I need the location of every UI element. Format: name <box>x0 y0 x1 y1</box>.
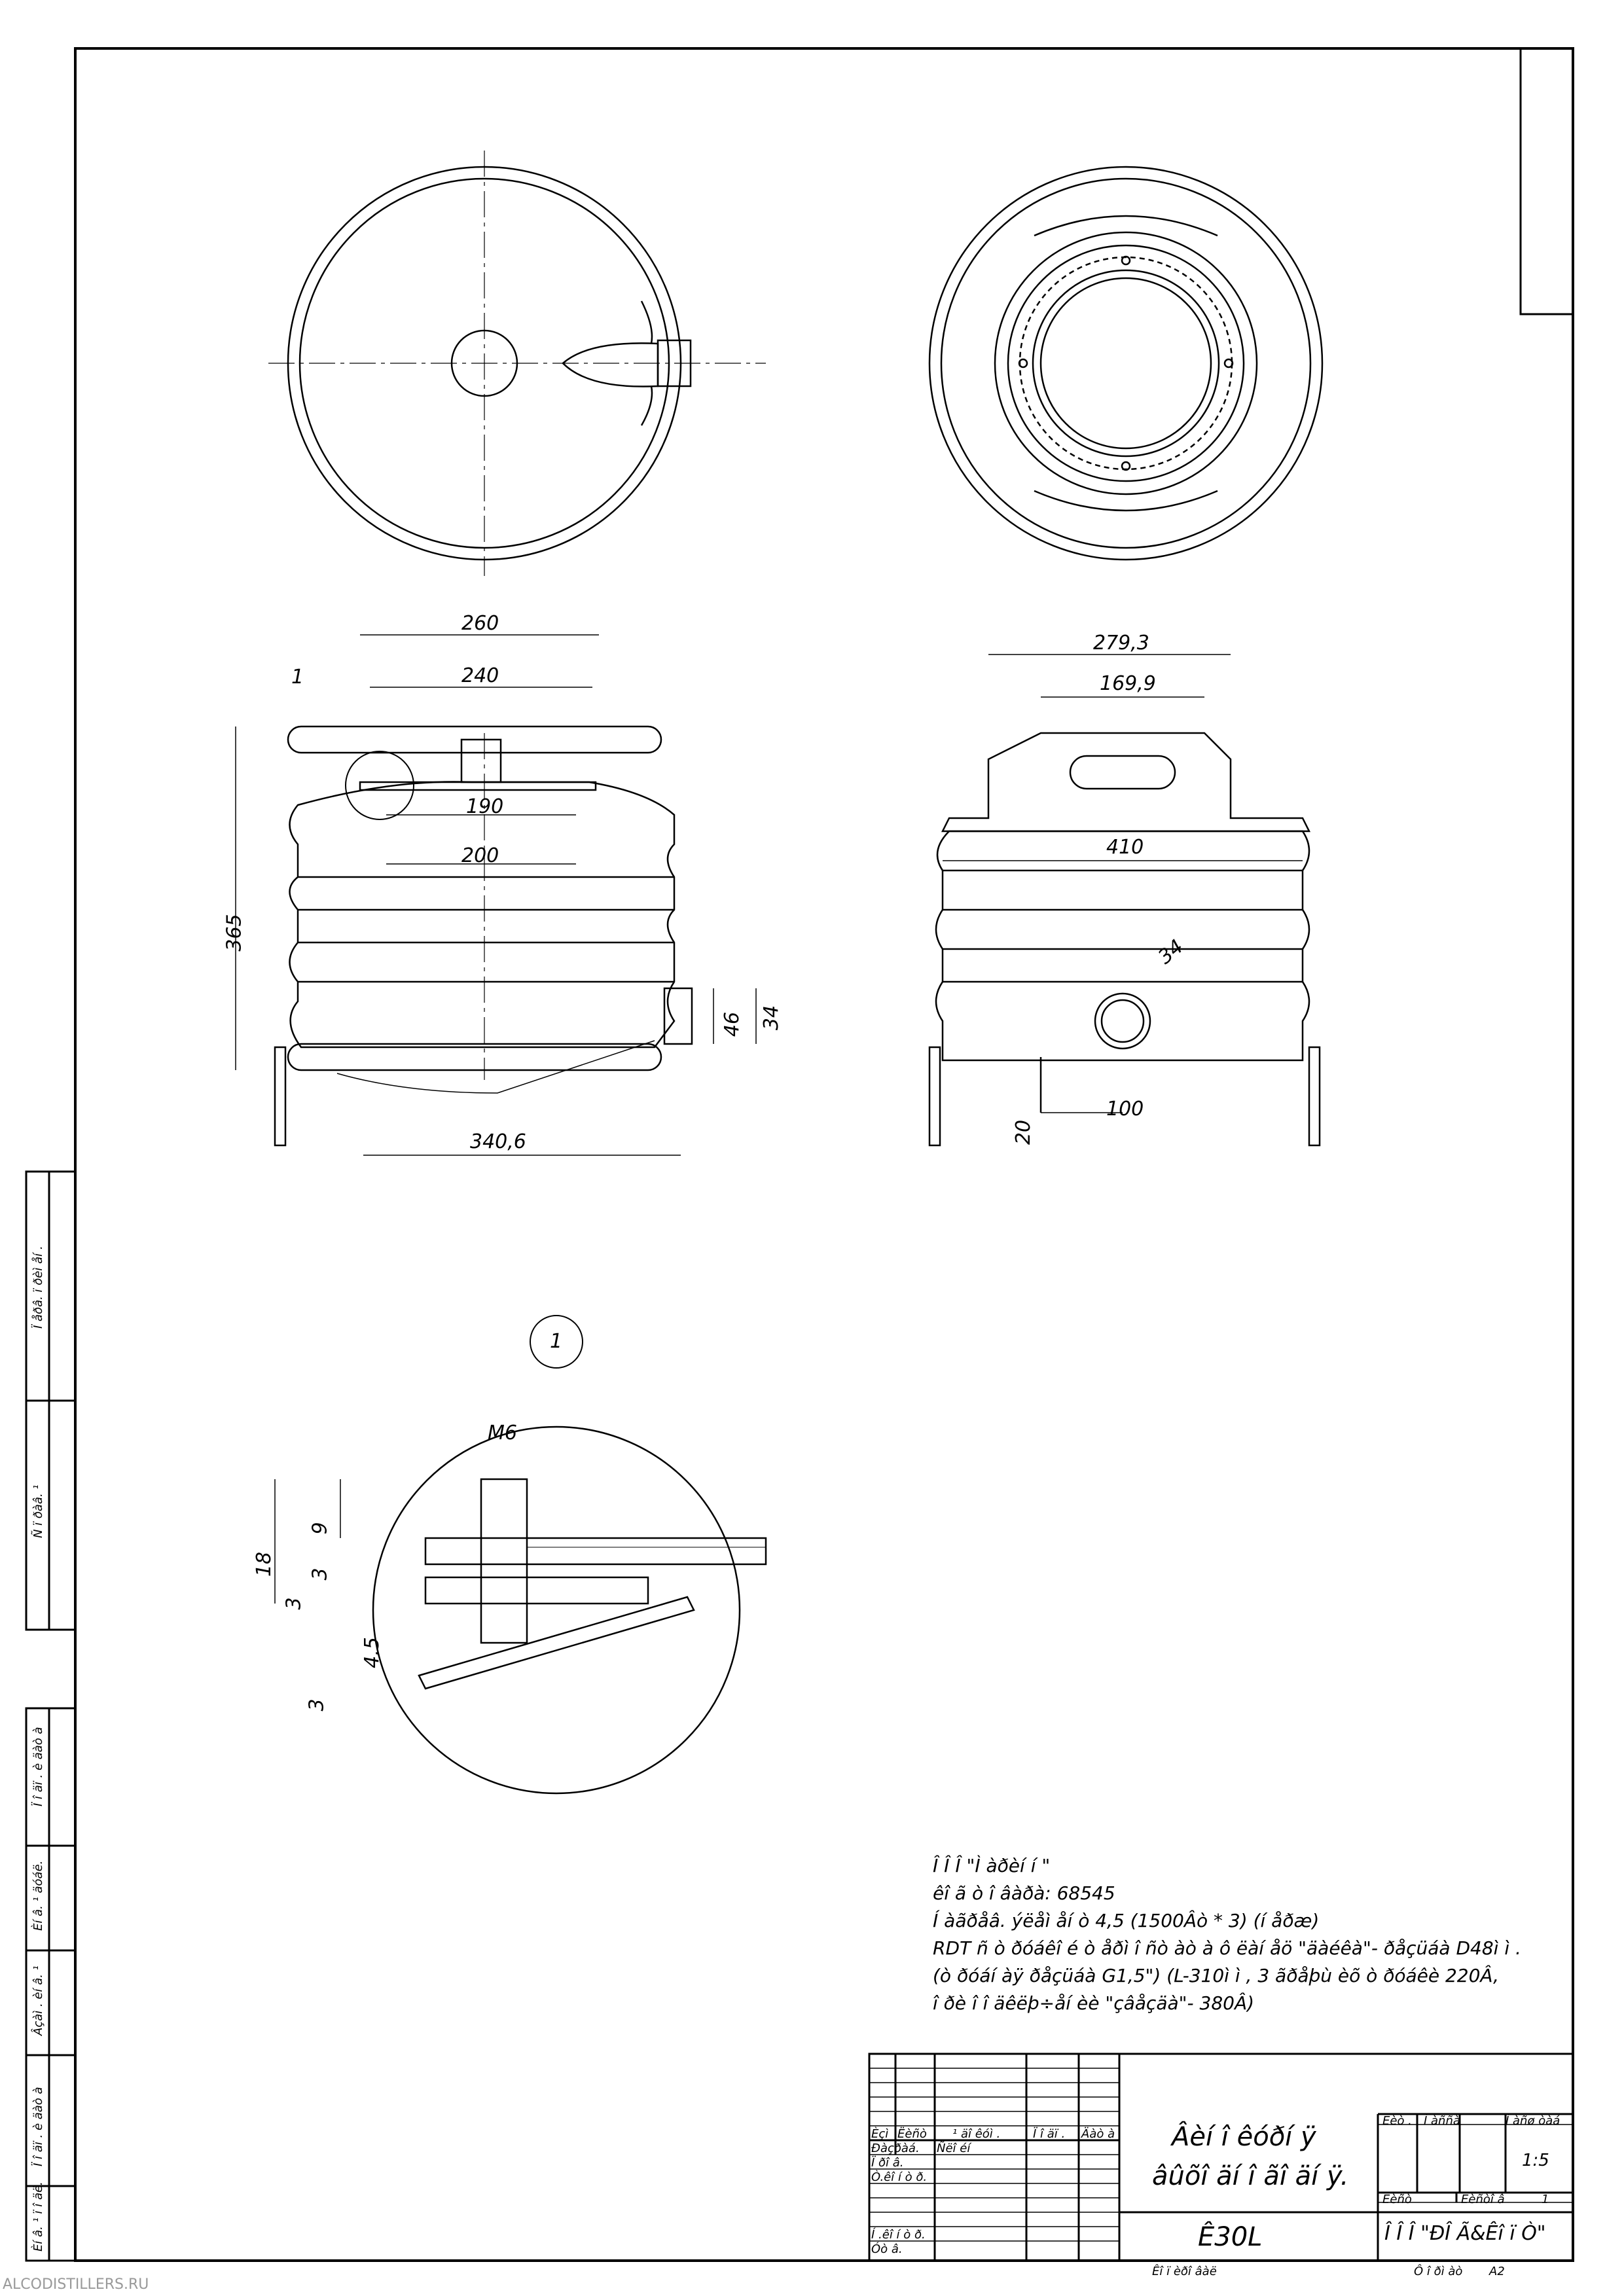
dim-260: 260 <box>461 612 499 635</box>
detail-label: 1 <box>550 1330 563 1353</box>
side-view-left <box>274 725 693 1147</box>
tb-header-change: Èçì <box>871 2127 889 2141</box>
tb-header-doc-no: ¹ äî êóì . <box>952 2127 1001 2141</box>
dim-3-c: 3 <box>305 1698 329 1712</box>
side-label-repl-inv: Âçàì . èí â. ¹ <box>31 1965 45 2036</box>
side-label-orig-inv: Èí â. ¹ ï î äë. <box>31 2181 45 2251</box>
dim-18: 18 <box>253 1551 276 1577</box>
tb-row-tech-control: Ò.êî í ò ð. <box>871 2170 928 2184</box>
tb-lit-label: Ëèò . <box>1382 2114 1412 2128</box>
dim-365: 365 <box>223 914 246 952</box>
tb-designation: Ê30L <box>1198 2222 1263 2252</box>
tb-row-developed: Ðàçðàá. <box>871 2142 920 2155</box>
watermark: ALCODISTILLERS.RU <box>3 2276 149 2293</box>
tb-mass-label: Ì àññà <box>1424 2114 1460 2128</box>
tb-header-sheet: Ëèñò <box>897 2127 927 2141</box>
note-line: Î Î Î "Ì àðèí í " <box>933 1855 1051 1876</box>
dim-340-6: 340,6 <box>470 1130 526 1153</box>
tb-header-sign: Ï î äï . <box>1033 2127 1066 2141</box>
tb-header-date: Äàò à <box>1081 2127 1115 2141</box>
detail-view <box>274 1315 767 1795</box>
note-line: Í àãðåâ. ýëåì åí ò 4,5 (1500Âò * 3) (í å… <box>933 1910 1320 1931</box>
dim-34: 34 <box>760 1005 784 1031</box>
tb-developer-name: Ñëî éí <box>937 2142 971 2155</box>
dim-200: 200 <box>461 844 499 867</box>
dim-190: 190 <box>466 795 504 818</box>
title-block-grid <box>868 2053 1574 2262</box>
dim-410: 410 <box>1106 836 1144 859</box>
technical-notes: Î Î Î "Ì àðèí í " êî ã ò î âàðà: 68545 Í… <box>933 1852 1521 2017</box>
dim-3-a: 3 <box>308 1568 332 1581</box>
footer-copied: Êî ï èðî âàë <box>1152 2265 1217 2278</box>
tb-sheets-count: 1 <box>1542 2193 1549 2206</box>
tb-sheet-label: Ëèñò <box>1382 2193 1412 2206</box>
side-label-dupl-inv: Èí â. ¹ äóáë. <box>31 1860 45 1931</box>
top-view-left <box>268 151 766 576</box>
dim-169-9: 169,9 <box>1100 672 1156 695</box>
note-line: (ò ðóáí àÿ ðåçüáà G1,5") (L-310ì ì , 3 ã… <box>933 1965 1499 1986</box>
tb-sheets-label: Ëèñòî â <box>1461 2193 1505 2206</box>
tb-scale-value: 1:5 <box>1522 2151 1549 2170</box>
side-label-sign-date-1: Ï î äï . è äàò à <box>31 1727 45 1806</box>
side-label-first-use: Ï åðâ. ï ðèì åí . <box>31 1246 45 1329</box>
dimension-lines <box>235 634 1303 1156</box>
side-label-ref-no: Ñ ï ðàâ. ¹ <box>31 1484 45 1538</box>
tb-title-line2: âûõî äí î ãî äí ÿ. <box>1152 2161 1349 2191</box>
left-margin-strips <box>25 1170 77 2262</box>
dim-100: 100 <box>1106 1098 1144 1121</box>
dim-9: 9 <box>308 1522 332 1535</box>
tb-row-approved: Óò â. <box>871 2242 903 2256</box>
dim-m6: M6 <box>488 1422 517 1444</box>
top-right-box <box>1519 47 1574 315</box>
side-label-sign-date-2: Ï î äï . è äàò à <box>31 2087 45 2166</box>
dim-20: 20 <box>1012 1119 1036 1145</box>
top-view-right <box>928 166 1324 561</box>
tb-row-norm-control: Í .êî í ò ð. <box>871 2228 926 2242</box>
note-line: î ðè î î äêëþ÷åí èè "çâåçäà"- 380Â) <box>933 1992 1255 2014</box>
callout-1: 1 <box>291 666 304 689</box>
sheet-frame <box>74 47 1574 2262</box>
tb-title-line1: Âèí î êóðí ÿ <box>1172 2122 1316 2152</box>
dim-240: 240 <box>461 664 499 687</box>
footer-format-value: A2 <box>1489 2265 1505 2278</box>
dim-46: 46 <box>721 1011 744 1037</box>
footer-format-label: Ô î ðì àò <box>1414 2265 1463 2278</box>
note-line: RDT ñ ò ðóáêî é ò åðì î ñò àò à ô ëàí åö… <box>933 1937 1521 1959</box>
note-line: êî ã ò î âàðà: 68545 <box>933 1882 1115 1904</box>
dim-3-b: 3 <box>282 1597 306 1610</box>
tb-row-checked: Ï ðî â. <box>871 2156 904 2170</box>
tb-organization: Î Î Î "ÐÎ Ã&Êî ï Ò" <box>1384 2222 1546 2245</box>
dim-279-3: 279,3 <box>1093 632 1149 655</box>
side-view-right <box>928 732 1321 1147</box>
dim-4-5: 4.5 <box>360 1637 384 1668</box>
tb-scale-label: Ì àñø òàá <box>1506 2114 1561 2128</box>
